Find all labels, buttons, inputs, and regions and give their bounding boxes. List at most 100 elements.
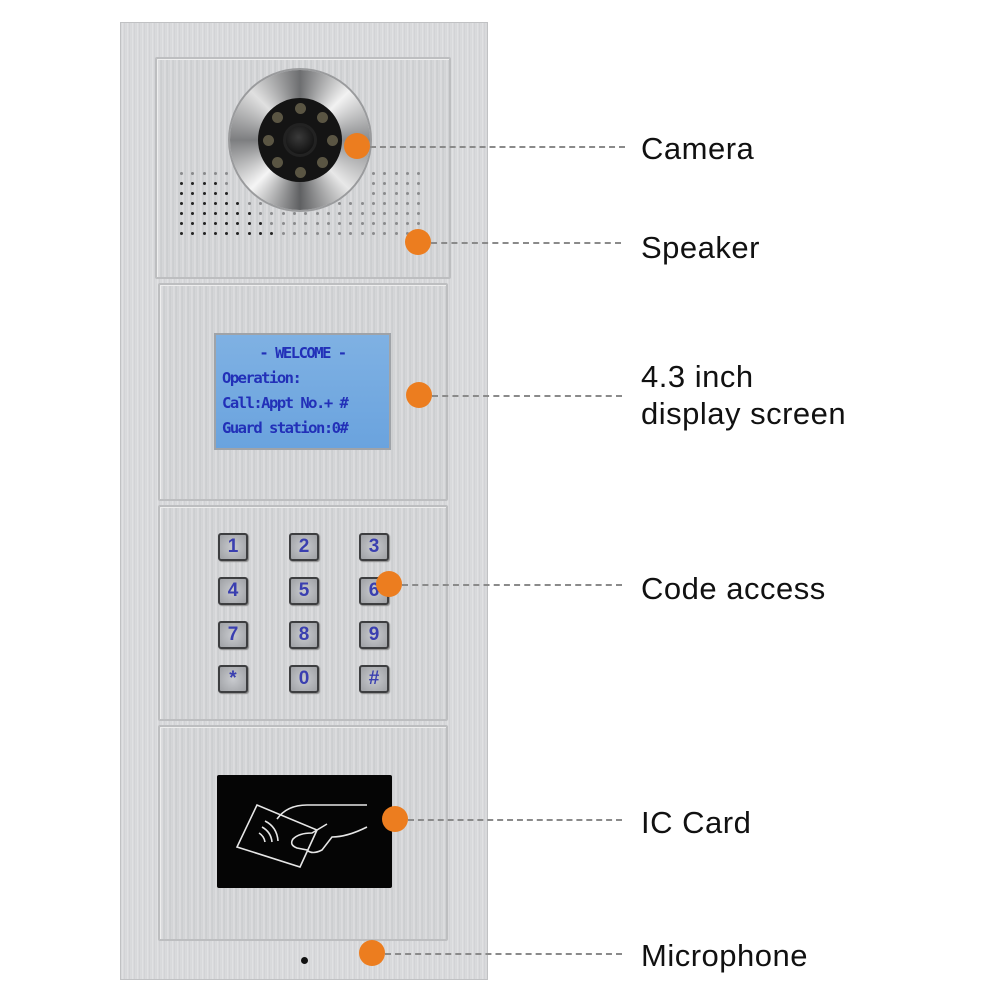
speaker-hole [405,222,409,225]
ir-led [317,111,329,123]
keypad-key[interactable]: 0 [289,665,319,693]
speaker-hole [202,222,206,225]
keypad-key[interactable]: 8 [289,621,319,649]
speaker-hole [247,202,251,205]
keypad-key[interactable]: # [359,665,389,693]
code-callout-dot [376,571,402,597]
speaker-hole [372,172,376,175]
microphone-leader-line [385,953,622,955]
speaker-hole [281,222,285,225]
speaker-hole [202,232,206,235]
speaker-hole [383,212,387,215]
camera-callout-dot [344,133,370,159]
speaker-hole [202,182,206,185]
speaker-hole [349,222,353,225]
speaker-hole [281,212,285,215]
speaker-hole [225,232,229,235]
speaker-hole [213,192,217,195]
speaker-hole [202,172,206,175]
speaker-hole [225,212,229,215]
speaker-hole [180,212,183,215]
ir-led [271,157,283,169]
speaker-label: Speaker [641,230,760,265]
speaker-hole [259,222,263,225]
speaker-hole [338,222,342,225]
speaker-hole [372,182,376,185]
speaker-hole [180,232,183,235]
speaker-hole [405,182,409,185]
speaker-hole [394,222,398,225]
speaker-hole [191,172,195,175]
lcd-line: Call:Appt No.+ # [222,394,349,412]
code-access-label: Code access [641,571,826,606]
keypad-key[interactable]: 3 [359,533,389,561]
speaker-hole [180,202,183,205]
speaker-hole [360,232,364,235]
speaker-hole [394,192,398,195]
display-label-line: display screen [641,396,847,431]
speaker-hole [417,202,421,205]
card-leader-line [408,819,622,821]
speaker-hole [383,172,387,175]
speaker-hole [236,202,240,205]
keypad-key[interactable]: 9 [359,621,389,649]
speaker-hole [281,232,285,235]
speaker-hole [383,192,387,195]
keypad-key[interactable]: 4 [218,577,248,605]
speaker-hole [394,172,398,175]
speaker-hole [270,222,274,225]
speaker-hole [259,202,263,205]
speaker-hole [270,212,274,215]
speaker-hole [315,212,319,215]
speaker-grille [180,172,429,242]
speaker-hole [394,202,398,205]
speaker-hole [191,232,195,235]
speaker-hole [405,172,409,175]
keypad-key[interactable]: 7 [218,621,248,649]
speaker-hole [191,182,195,185]
speaker-hole [405,212,409,215]
speaker-hole [191,222,195,225]
ir-led [294,166,306,178]
keypad-key[interactable]: 1 [218,533,248,561]
speaker-hole [394,232,398,235]
speaker-hole [292,212,296,215]
speaker-hole [247,232,251,235]
camera-label: Camera [641,131,755,166]
speaker-hole [213,202,217,205]
display-label: 4.3 inch display screen [641,358,846,432]
camera-lens-icon [283,123,317,157]
display-callout-dot [406,382,432,408]
lcd-display: - WELCOME - Operation: Call:Appt No.+ # … [214,333,391,450]
speaker-hole [326,222,330,225]
speaker-hole [247,222,251,225]
speaker-hole [417,182,421,185]
speaker-hole [394,212,398,215]
speaker-hole [202,212,206,215]
speaker-hole [360,222,364,225]
microphone-callout-dot [359,940,385,966]
speaker-hole [326,232,330,235]
ic-card-label: IC Card [641,805,752,840]
keypad-key[interactable]: * [218,665,248,693]
speaker-hole [191,202,195,205]
speaker-hole [417,212,421,215]
card-hand-icon [235,803,368,868]
keypad-key[interactable]: 5 [289,577,319,605]
speaker-hole [315,232,319,235]
speaker-hole [225,202,229,205]
ir-led [262,134,274,146]
keypad-key[interactable]: 2 [289,533,319,561]
speaker-hole [202,192,206,195]
speaker-hole [372,192,376,195]
ir-led [271,111,283,123]
ir-led [294,102,306,114]
speaker-hole [213,182,217,185]
speaker-hole [180,192,183,195]
speaker-hole [349,232,353,235]
speaker-hole [338,232,342,235]
microphone-label: Microphone [641,938,808,973]
speaker-hole [417,222,421,225]
lcd-line: Operation: [222,369,302,387]
speaker-hole [292,232,296,235]
